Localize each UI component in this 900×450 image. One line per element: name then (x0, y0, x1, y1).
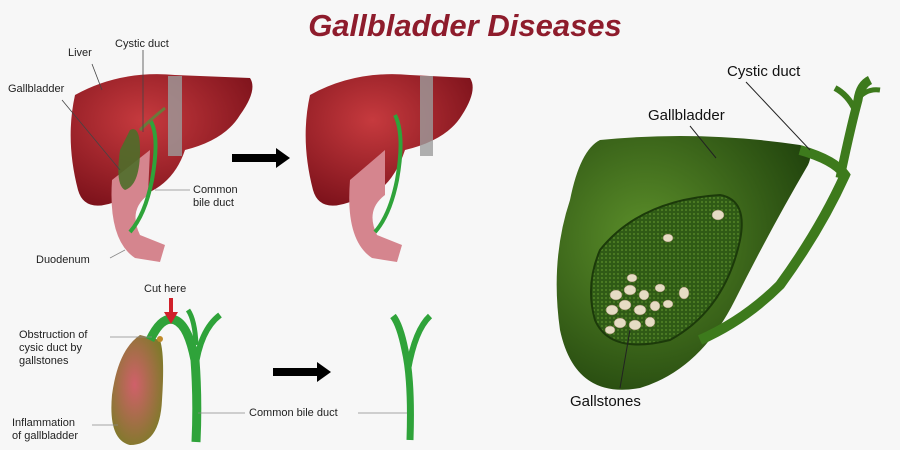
arrow-right-icon (273, 362, 331, 382)
label-gallstones: Gallstones (570, 393, 641, 410)
label-inflammation: Inflammation of gallbladder (12, 417, 79, 442)
liver-without-gallbladder (305, 74, 473, 262)
label-liver: Liver (68, 47, 92, 59)
label-common-bile-duct-bottom: Common bile duct (249, 407, 338, 419)
label-cut-here: Cut here (144, 283, 187, 295)
label-gallbladder-right: Gallbladder (648, 107, 725, 124)
page-title: Gallbladder Diseases (308, 8, 622, 43)
liver-with-gallbladder (61, 50, 253, 262)
cut-here-arrow-icon (164, 298, 178, 324)
obstructed-gallbladder (92, 308, 245, 445)
label-gallbladder: Gallbladder (8, 83, 65, 95)
arrow-right-icon (232, 148, 290, 168)
gallbladder-cross-section (556, 75, 881, 390)
label-common-bile-duct: Common bile duct (193, 184, 238, 209)
label-obstruction: Obstruction of cysic duct by gallstones (19, 329, 88, 367)
label-duodenum: Duodenum (36, 254, 90, 266)
label-cystic-duct: Cystic duct (115, 38, 169, 50)
label-cystic-duct-right: Cystic duct (727, 63, 801, 80)
duct-after-removal (358, 313, 433, 441)
